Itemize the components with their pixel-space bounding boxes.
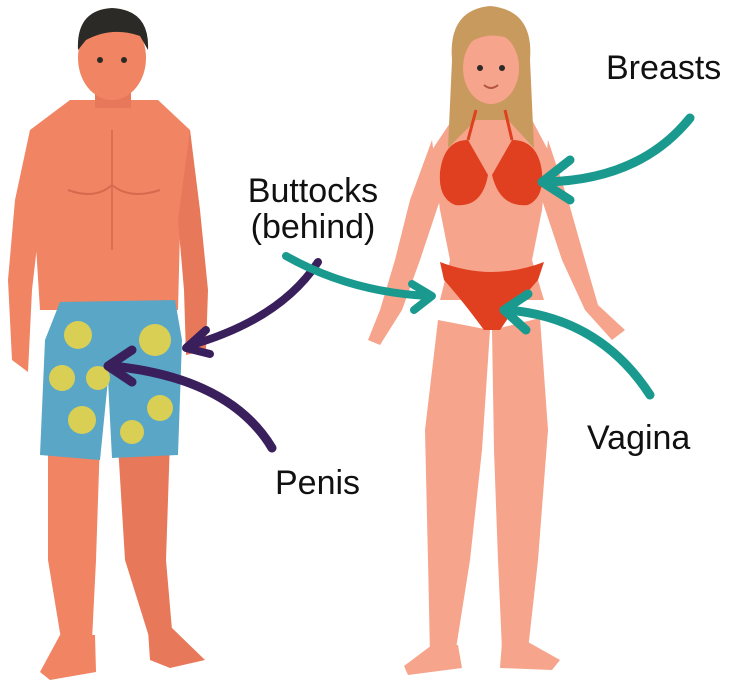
female-figure xyxy=(368,6,625,675)
label-buttocks: Buttocks (behind) xyxy=(238,173,388,245)
male-left-leg xyxy=(48,440,100,645)
female-right-leg xyxy=(492,318,548,650)
male-torso xyxy=(20,100,198,310)
male-figure xyxy=(8,8,208,680)
female-right-foot xyxy=(500,642,560,670)
male-right-eye xyxy=(121,57,127,63)
female-left-foot xyxy=(404,645,462,675)
male-left-foot xyxy=(40,635,96,680)
male-right-leg xyxy=(118,440,172,640)
female-left-eye xyxy=(477,65,483,71)
label-penis: Penis xyxy=(275,465,360,501)
label-vagina: Vagina xyxy=(587,420,690,456)
breasts-arrow xyxy=(545,118,690,182)
female-right-eye xyxy=(499,65,505,71)
female-left-leg xyxy=(425,320,490,655)
male-right-foot xyxy=(148,628,205,668)
label-buttocks-line1: Buttocks xyxy=(238,173,388,209)
label-buttocks-line2: (behind) xyxy=(238,209,388,245)
female-head xyxy=(463,32,519,104)
male-left-eye xyxy=(97,57,103,63)
label-breasts: Breasts xyxy=(606,50,721,86)
